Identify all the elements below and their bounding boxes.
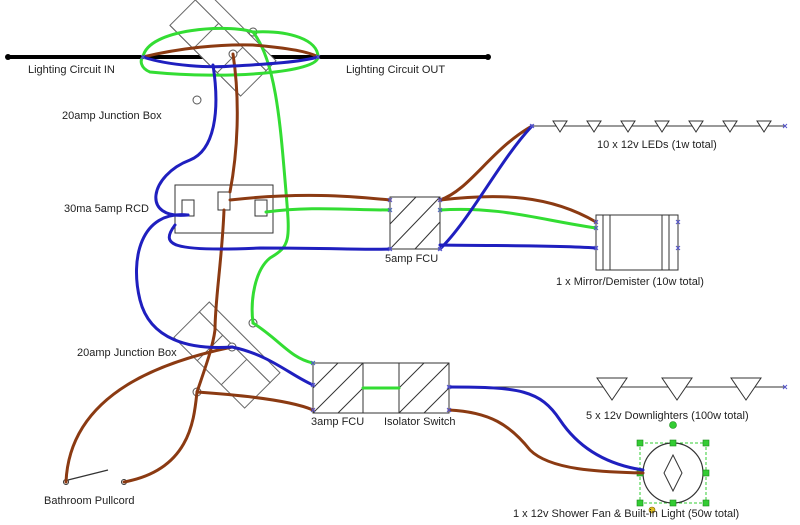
- label-mirror: 1 x Mirror/Demister (10w total): [556, 276, 704, 288]
- led-strip: [532, 120, 785, 133]
- label-isolator: Isolator Switch: [384, 416, 456, 428]
- triangle-down-icon: [596, 377, 628, 401]
- terminal-x-icon: [387, 197, 393, 203]
- triangle-down-icon: [722, 120, 738, 133]
- terminal-x-icon: [140, 54, 146, 60]
- triangle-down-icon: [586, 120, 602, 133]
- terminal-x-icon: [446, 384, 452, 390]
- triangle-down-icon: [756, 120, 772, 133]
- terminal-x-icon: [782, 123, 788, 129]
- label-junction-box-bottom: 20amp Junction Box: [77, 347, 177, 359]
- terminal-x-icon: [310, 382, 316, 388]
- triangle-down-icon: [552, 120, 568, 133]
- triangle-down-icon: [661, 377, 693, 401]
- terminal-x-icon: [310, 407, 316, 413]
- label-downlighters: 5 x 12v Downlighters (100w total): [586, 410, 749, 422]
- label-rcd: 30ma 5amp RCD: [64, 203, 149, 215]
- fan-diamond-icon: [663, 453, 683, 493]
- triangle-down-icon: [688, 120, 704, 133]
- label-shower-fan: 1 x 12v Shower Fan & Built-in Light (50w…: [513, 508, 739, 520]
- terminal-x-icons: [140, 54, 788, 413]
- label-lighting-out: Lighting Circuit OUT: [346, 64, 445, 76]
- terminal-x-icon: [387, 207, 393, 213]
- terminal-x-icon: [310, 360, 316, 366]
- neutral-wires: [135, 55, 645, 472]
- terminal-x-icon: [782, 384, 788, 390]
- terminal-x-icon: [315, 54, 321, 60]
- terminal-x-icon: [593, 225, 599, 231]
- label-fcu-5amp: 5amp FCU: [385, 253, 438, 265]
- terminal-x-icon: [593, 245, 599, 251]
- terminal-x-icon: [437, 246, 443, 252]
- terminal-x-icon: [675, 219, 681, 225]
- terminal-x-icon: [446, 407, 452, 413]
- label-lighting-in: Lighting Circuit IN: [28, 64, 115, 76]
- earth-wires: [139, 26, 598, 390]
- terminal-x-icon: [529, 123, 535, 129]
- shower-fan: [636, 421, 710, 514]
- junction-box-bottom: [173, 301, 281, 409]
- fcu-5amp: [389, 196, 441, 250]
- terminal-x-icon: [593, 219, 599, 225]
- pullcord-switch: [63, 469, 127, 485]
- label-pullcord: Bathroom Pullcord: [44, 495, 135, 507]
- label-junction-box-top: 20amp Junction Box: [62, 110, 162, 122]
- terminal-x-icon: [387, 246, 393, 252]
- terminal-x-icon: [437, 207, 443, 213]
- downlighters: [452, 377, 785, 401]
- label-leds: 10 x 12v LEDs (1w total): [597, 139, 717, 151]
- mirror-demister: [595, 214, 679, 271]
- terminal-x-icon: [437, 197, 443, 203]
- label-fcu-3amp: 3amp FCU: [311, 416, 364, 428]
- terminal-x-icon: [675, 245, 681, 251]
- triangle-down-icon: [730, 377, 762, 401]
- triangle-down-icon: [620, 120, 636, 133]
- fcu-3amp: [312, 362, 364, 414]
- triangle-down-icon: [654, 120, 670, 133]
